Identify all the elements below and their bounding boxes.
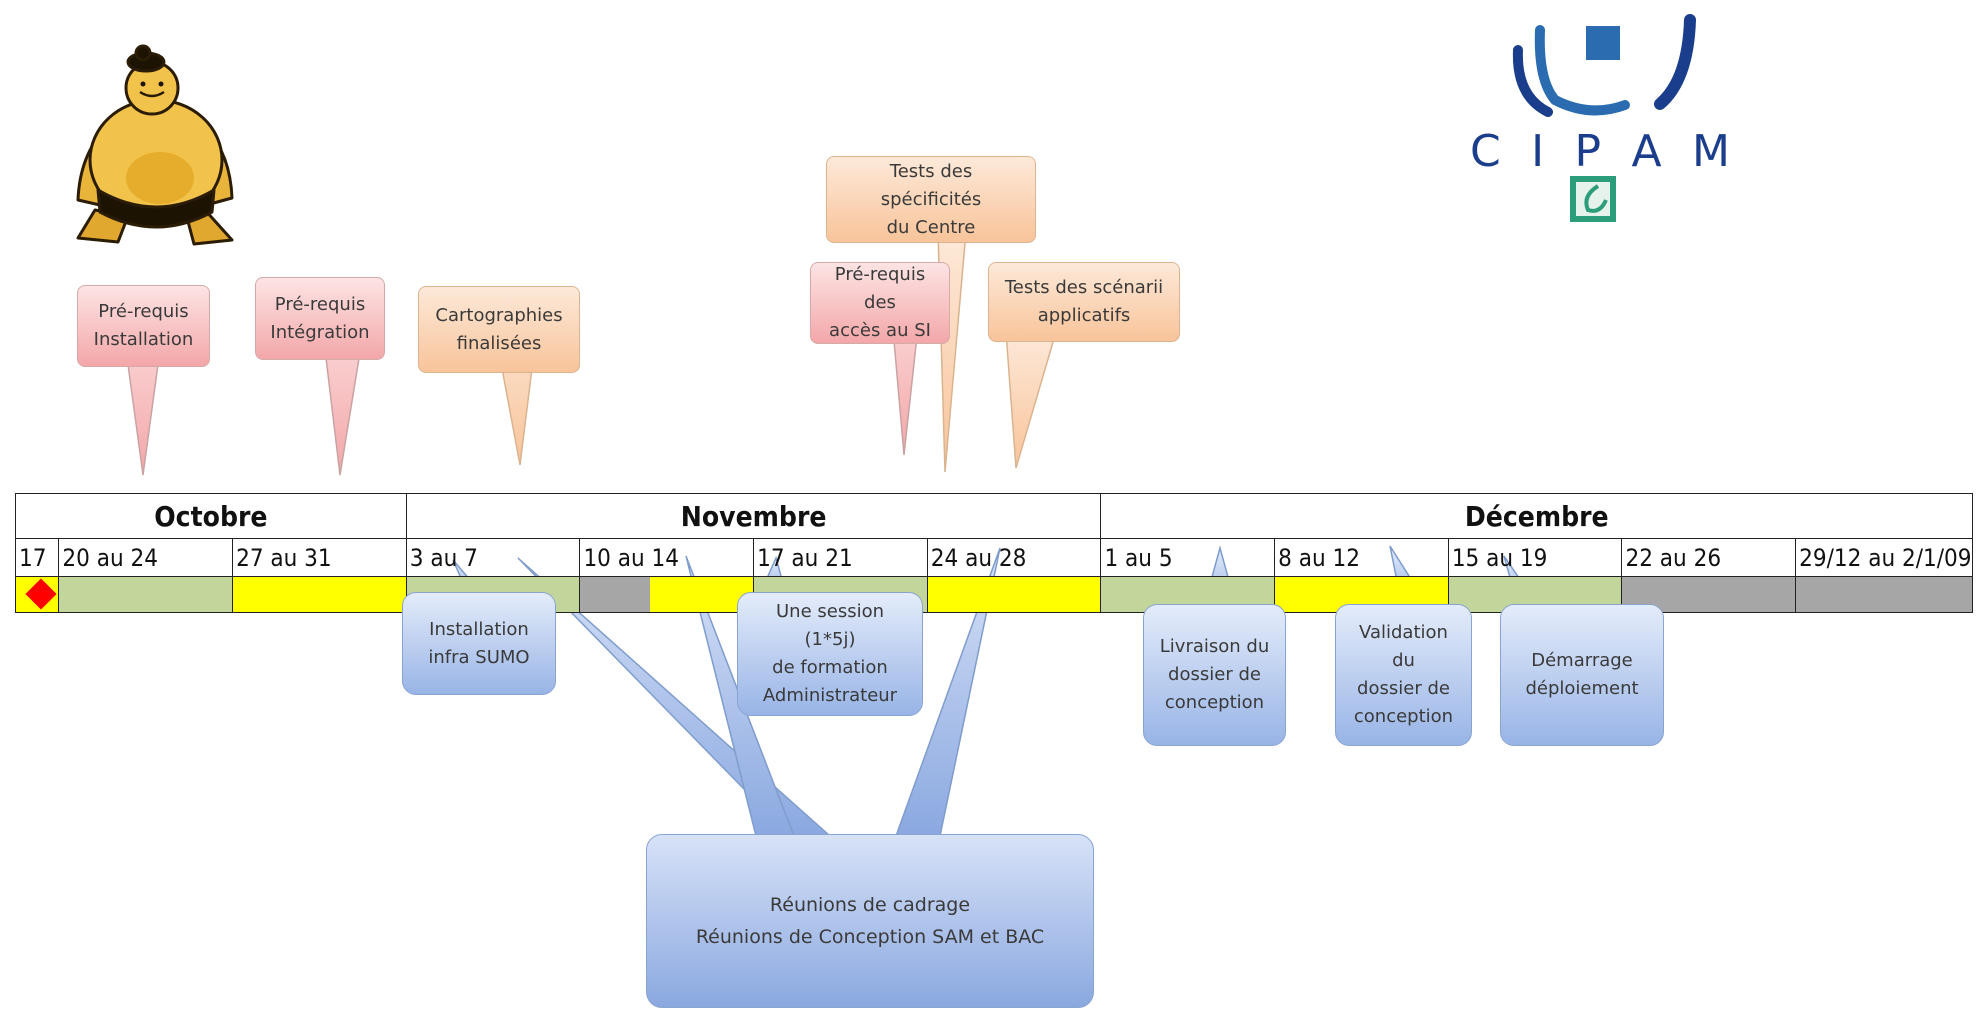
- logo-letter: P: [1574, 126, 1602, 177]
- week-label: 20 au 24: [58, 538, 234, 577]
- callout-installation-infra: Installation infra SUMO: [402, 592, 556, 695]
- week-label: 1 au 5: [1100, 538, 1276, 577]
- week-label: 27 au 31: [232, 538, 407, 577]
- logo-letter: M: [1692, 126, 1730, 177]
- callout-session-formation: Une session (1*5j) de formation Administ…: [737, 592, 923, 716]
- pointer-tests-scenarii: [1005, 331, 1058, 469]
- timeline-table: Octobre Novembre Décembre 17 20 au 24 27…: [14, 493, 1973, 613]
- callout-livraison: Livraison du dossier de conception: [1143, 604, 1286, 746]
- week-label: 24 au 28: [926, 538, 1102, 577]
- sumo-wrestler-icon: [76, 44, 234, 246]
- callout-reunions: Réunions de cadrage Réunions de Concepti…: [646, 834, 1094, 1008]
- status-cell: [579, 576, 755, 613]
- status-cell: [58, 576, 234, 613]
- month-header: Décembre: [1100, 493, 1973, 539]
- week-label: 17 au 21: [753, 538, 928, 577]
- logo-letter: I: [1531, 126, 1545, 177]
- callout-cartographies: Cartographies finalisées: [418, 286, 580, 373]
- week-label: 22 au 26: [1621, 538, 1797, 577]
- week-label: 10 au 14: [579, 538, 755, 577]
- status-cell: [1795, 576, 1973, 613]
- status-cell: [14, 576, 60, 613]
- cipam-badge-icon: [1570, 176, 1616, 222]
- callout-prereq-installation: Pré-requis Installation: [77, 285, 210, 367]
- week-label: 8 au 12: [1274, 538, 1449, 577]
- month-header: Octobre: [15, 493, 407, 539]
- callout-prereq-integration: Pré-requis Intégration: [255, 277, 385, 360]
- callout-demarrage: Démarrage déploiement: [1500, 604, 1664, 746]
- cipam-logo-text: C I P A M: [1470, 126, 1730, 177]
- week-label: 15 au 19: [1447, 538, 1623, 577]
- status-cell: [926, 576, 1102, 613]
- week-label: 17: [14, 538, 60, 577]
- callout-validation: Validation du dossier de conception: [1335, 604, 1472, 746]
- month-header: Novembre: [405, 493, 1102, 539]
- callout-tests-specificites: Tests des spécificités du Centre: [826, 156, 1036, 243]
- callout-prereq-acces: Pré-requis des accès au SI: [810, 262, 950, 344]
- week-label: 3 au 7: [405, 538, 581, 577]
- callout-tests-scenarii: Tests des scénarii applicatifs: [988, 262, 1180, 342]
- logo-letter: A: [1631, 126, 1662, 177]
- week-label: 29/12 au 2/1/09: [1795, 538, 1973, 577]
- milestone-diamond-icon: [25, 578, 57, 610]
- status-cell: [232, 576, 407, 613]
- cipam-logo-mark: [1512, 14, 1696, 117]
- logo-letter: C: [1470, 126, 1501, 177]
